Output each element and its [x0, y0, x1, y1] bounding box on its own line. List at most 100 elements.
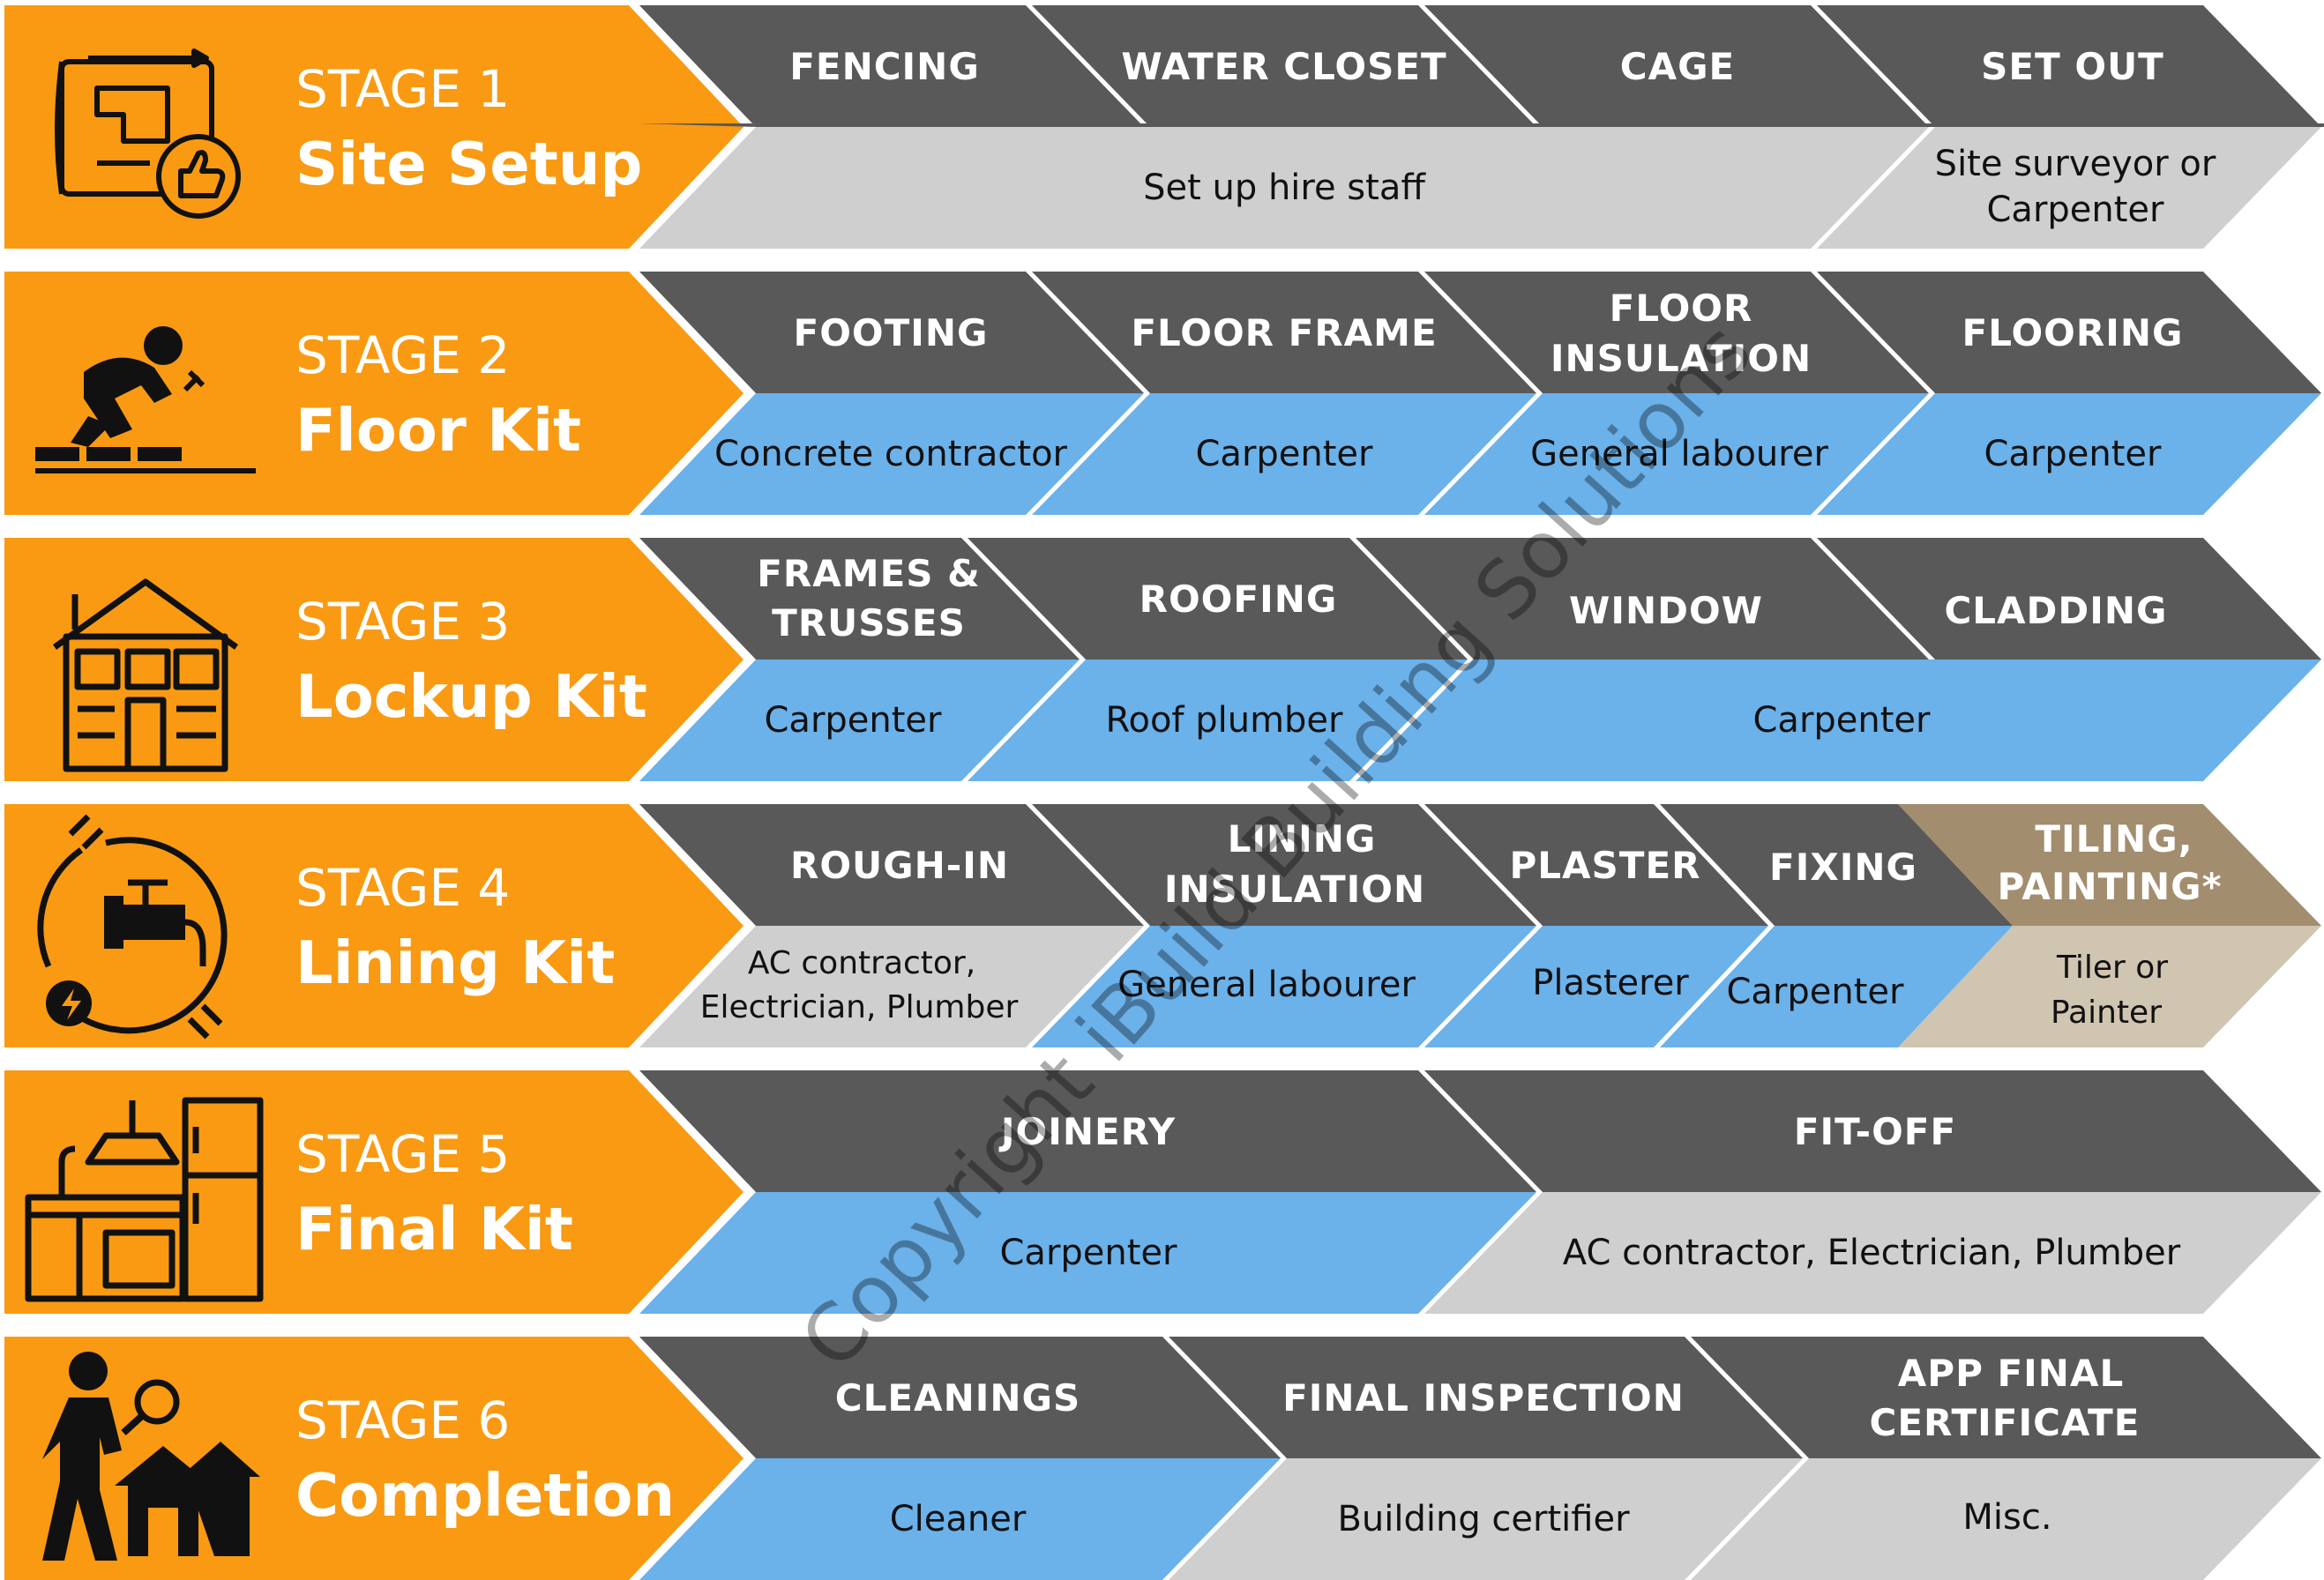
trade-band-plasterer [1424, 926, 1768, 1047]
task-label-tiling-line2: PAINTING* [1997, 865, 2222, 908]
task-chevron-fencing [639, 5, 1144, 127]
stage-1-row: STAGE 1 Site Setup FENCING WATER CLOSET … [4, 5, 2324, 249]
stage-2-number: STAGE 2 [295, 325, 510, 385]
task-chevron-frames-trusses [639, 538, 1080, 660]
stage-3-banner [4, 538, 744, 781]
task-label-cladding: CLADDING [1944, 589, 2167, 632]
stage-3-name: Lockup Kit [295, 662, 647, 731]
stage-6-banner [4, 1337, 744, 1580]
task-chevron-joinery [639, 1070, 1536, 1192]
trade-label-setup-hire-staff: Set up hire staff [1143, 168, 1426, 208]
task-chevron-plaster [1424, 804, 1768, 926]
trade-label-lining-labourer: General labourer [1117, 965, 1416, 1005]
task-label-frames-line1: FRAMES & [757, 552, 981, 595]
stage-4-name: Lining Kit [295, 928, 615, 997]
stage-4-row: STAGE 4 Lining Kit ROUGH-IN LINING INSUL… [4, 804, 2321, 1047]
blueprint-thumbs-up-icon [55, 48, 241, 219]
task-label-cage: CAGE [1620, 45, 1736, 88]
stage-5-banner [4, 1070, 744, 1314]
trade-band-setup-hire-staff [639, 127, 1929, 249]
task-chevron-flooring [1817, 272, 2321, 393]
task-label-rough-in: ROUGH-IN [790, 844, 1009, 887]
task-chevron-final-inspection [1169, 1337, 1803, 1458]
trade-band-floor-carpenter [1032, 393, 1536, 515]
task-chevron-cleanings [639, 1337, 1281, 1458]
trade-label-frames-carpenter: Carpenter [765, 700, 943, 741]
task-label-water-closet: WATER CLOSET [1121, 45, 1446, 88]
task-label-joinery: JOINERY [998, 1110, 1176, 1153]
task-label-fencing: FENCING [789, 45, 980, 88]
trade-band-fixing-carpenter [1660, 926, 2013, 1047]
stage-5-row: STAGE 5 Final Kit JOINERY FIT-OFF Carpen… [4, 1070, 2321, 1314]
task-chevron-tiling-painting [1898, 804, 2321, 926]
task-label-floor-insulation-line2: INSULATION [1551, 337, 1812, 380]
stage-5-name: Final Kit [295, 1195, 573, 1263]
trade-label-misc: Misc. [1962, 1497, 2051, 1538]
task-chevron-fit-off [1424, 1070, 2321, 1192]
stage-6-number: STAGE 6 [295, 1390, 510, 1450]
trade-band-building-certifier [1169, 1458, 1803, 1580]
trade-label-site-surveyor-line1: Site surveyor or [1935, 144, 2216, 184]
trade-band-general-labourer [1424, 393, 1929, 515]
trade-label-tiler-line2: Painter [2051, 995, 2162, 1031]
task-chevron-app-final-certificate [1691, 1337, 2321, 1458]
trade-band-cleaner [639, 1458, 1281, 1580]
task-label-floor-frame: FLOOR FRAME [1131, 311, 1437, 354]
task-label-flooring: FLOORING [1962, 311, 2184, 354]
trade-label-rough-in-line2: Electrician, Plumber [700, 989, 1019, 1025]
trade-label-fit-off: AC contractor, Electrician, Plumber [1563, 1233, 2181, 1273]
task-chevron-lining-insulation [1032, 804, 1536, 926]
tap-plug-electric-icon [37, 814, 228, 1040]
task-label-window: WINDOW [1569, 589, 1763, 632]
trade-band-concrete-contractor [639, 393, 1144, 515]
trade-label-building-certifier: Building certifier [1337, 1499, 1630, 1539]
task-chevron-cladding [1817, 538, 2321, 660]
trade-band-frames-carpenter [639, 660, 1080, 781]
stage-1-banner [4, 5, 744, 249]
task-label-cleanings: CLEANINGS [835, 1376, 1080, 1420]
trade-label-cleaner: Cleaner [890, 1499, 1027, 1539]
stage-5-number: STAGE 5 [295, 1124, 510, 1184]
task-chevron-footing [639, 272, 1144, 393]
trade-label-tiler-line1: Tiler or [2056, 950, 2168, 986]
task-label-app-final-line1: APP FINAL [1898, 1352, 2124, 1395]
kitchen-icon [25, 1097, 264, 1302]
trade-band-roof-plumber [968, 660, 1468, 781]
task-chevron-rough-in [639, 804, 1144, 926]
task-chevron-window [1356, 538, 1929, 660]
task-chevron-floor-frame [1032, 272, 1536, 393]
task-label-fit-off: FIT-OFF [1794, 1110, 1956, 1153]
trade-label-roof-plumber: Roof plumber [1105, 700, 1343, 741]
house-frame-icon [52, 578, 239, 772]
trade-band-tiler-painter [1898, 926, 2321, 1047]
stage-2-name: Floor Kit [295, 396, 581, 465]
stage-1-number: STAGE 1 [295, 59, 510, 119]
task-chevron-roofing [968, 538, 1468, 660]
trade-band-fit-off [1424, 1192, 2321, 1314]
task-label-fixing: FIXING [1769, 846, 1917, 889]
stage-2-row: STAGE 2 Floor Kit FOOTING FLOOR FRAME FL… [4, 272, 2321, 515]
task-label-plaster: PLASTER [1510, 844, 1701, 887]
stage-4-number: STAGE 4 [295, 858, 510, 918]
trade-label-fixing-carpenter: Carpenter [1727, 972, 1905, 1012]
trade-label-site-surveyor-line2: Carpenter [1987, 190, 2165, 230]
trade-label-flooring-carpenter: Carpenter [1984, 434, 2163, 474]
task-chevron-fixing [1660, 804, 2013, 926]
trade-band-window-cladding-carpenter [1356, 660, 2321, 781]
stage-1-name: Site Setup [295, 130, 642, 198]
trade-label-concrete-contractor: Concrete contractor [714, 434, 1068, 474]
stage-6-name: Completion [295, 1461, 675, 1530]
trade-band-site-surveyor [1817, 127, 2321, 249]
trade-label-rough-in-line1: AC contractor, [748, 945, 975, 981]
task-label-roofing: ROOFING [1140, 578, 1338, 621]
task-chevron-set-out [1817, 5, 2321, 127]
stage-3-number: STAGE 3 [295, 592, 510, 652]
task-label-lining-line1: LINING [1228, 817, 1377, 861]
trade-label-joinery-carpenter: Carpenter [1000, 1233, 1178, 1273]
trade-band-flooring-carpenter [1817, 393, 2321, 515]
task-label-footing: FOOTING [794, 311, 989, 354]
inspector-house-icon [42, 1352, 260, 1561]
trade-label-window-cladding-carpenter: Carpenter [1753, 700, 1932, 741]
trade-band-rough-in [639, 926, 1144, 1047]
